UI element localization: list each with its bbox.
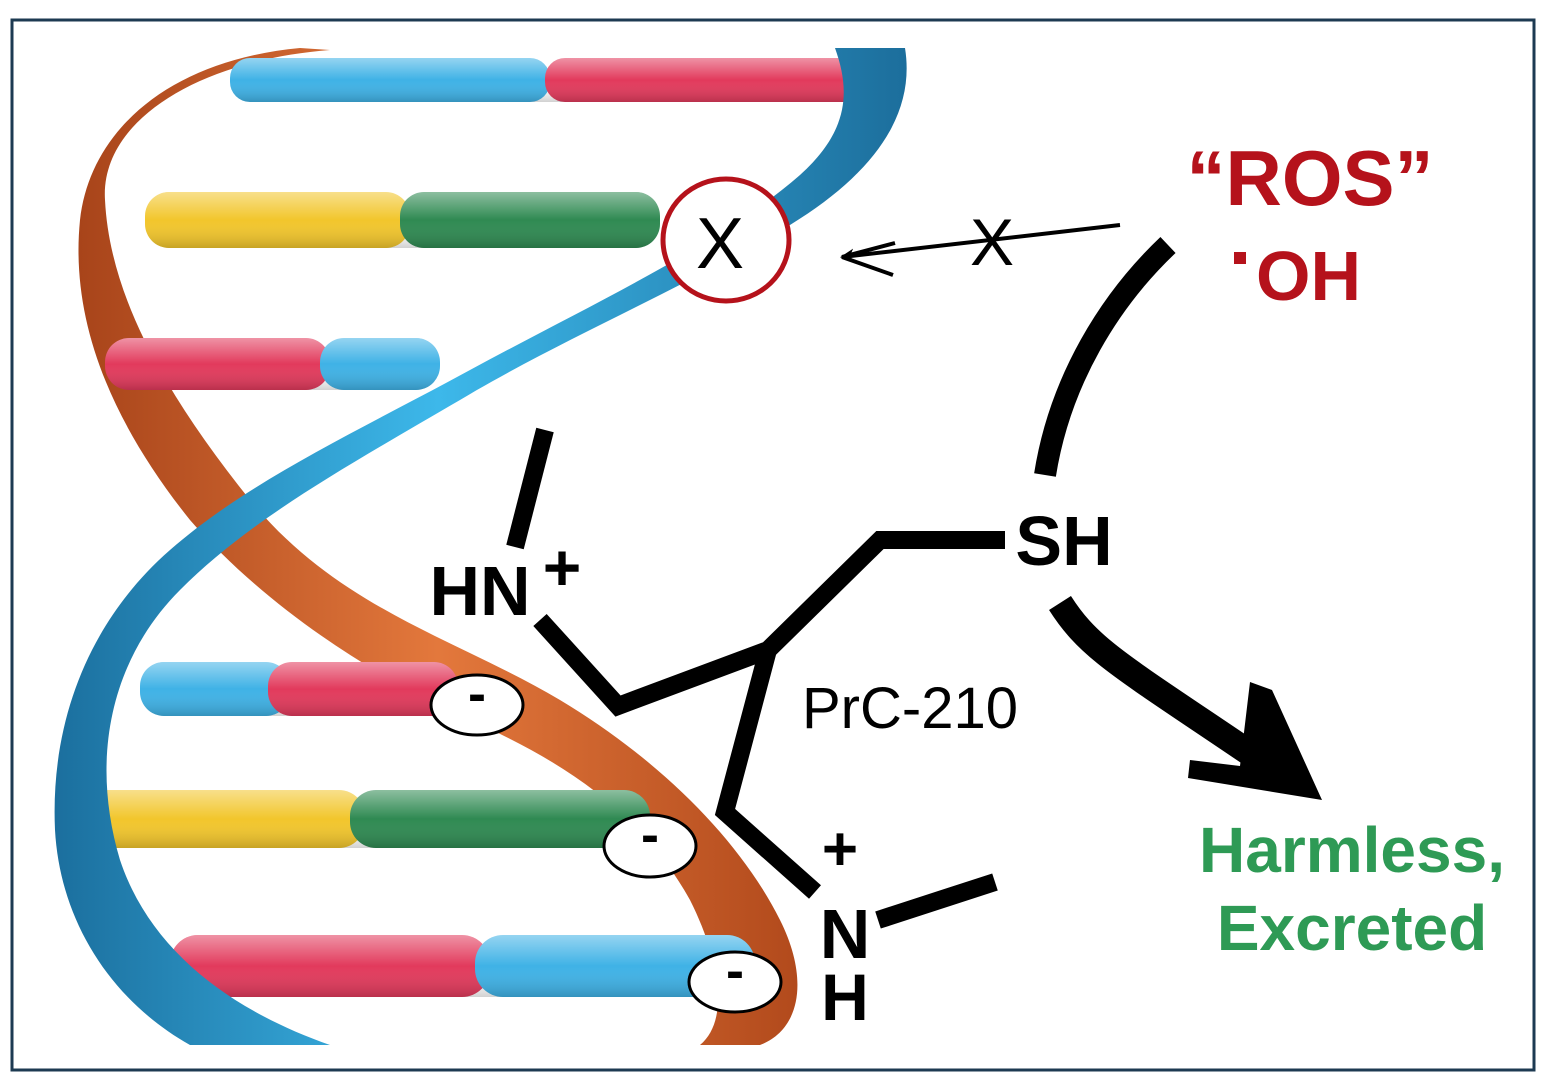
base-pair-3 [105,338,440,390]
phosphate-minus-2: - [641,805,659,865]
base-pair-2 [145,192,660,248]
damage-site-x: X [696,204,744,284]
dna-base-pairs [65,58,865,997]
base-pair-4 [140,662,458,716]
base-pair-6 [170,935,755,997]
amine-n-label: N [820,895,871,973]
phosphate-charge-2: - [602,805,698,879]
compound-label: PrC-210 [802,676,1018,741]
phosphate-minus-1: - [468,664,486,724]
base-pair-1 [230,58,865,102]
ammonium-hn-label: HN [429,552,530,630]
outcome-line-1: Harmless, [1199,814,1505,886]
phosphate-charge-3: - [687,941,783,1014]
excretion-arrow [1049,595,1322,800]
hydroxyl-radical-label: OH [1256,237,1361,315]
phosphate-charge-1: - [429,664,525,737]
radical-dot [1234,252,1246,264]
ros-scavenge-curve [1034,237,1176,477]
phosphate-minus-3: - [726,941,744,1001]
ros-label: “ROS” [1186,134,1433,222]
prc210-structure [506,427,1005,929]
outcome-line-2: Excreted [1217,892,1487,964]
hn-positive-charge: + [543,530,582,604]
dna-front-strand [54,48,907,1045]
blocked-ros-arrow: X [840,205,1121,279]
thiol-sh-label: SH [1015,502,1112,580]
blocked-x-mark: X [970,205,1014,279]
nh-positive-charge: + [822,815,858,884]
base-pair-5 [65,790,650,848]
damage-site-marker: X [660,176,792,304]
amine-h-label: H [821,960,869,1034]
